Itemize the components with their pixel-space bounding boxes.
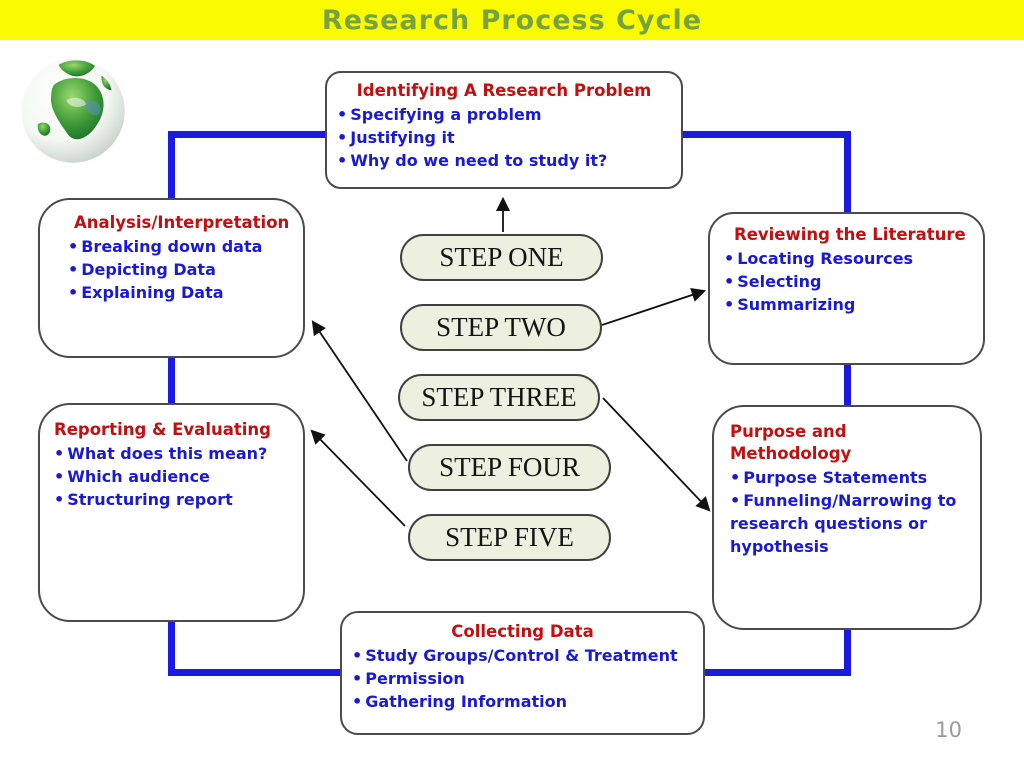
box-title: Identifying A Research Problem xyxy=(356,81,652,100)
identifying-research-problem-box: Identifying A Research Problem Specifyin… xyxy=(325,71,683,189)
bullet-item: Breaking down data xyxy=(68,235,289,258)
bullet-item: Selecting xyxy=(724,270,975,293)
bullet-item: Purpose Statements xyxy=(730,466,970,489)
box-title: Purpose and Methodology xyxy=(730,422,852,463)
bullet-item: Which audience xyxy=(54,465,293,488)
step-five-pill: STEP FIVE xyxy=(408,514,611,561)
step-label: STEP FOUR xyxy=(439,452,580,482)
bullet-item: Specifying a problem xyxy=(337,103,671,126)
bullet-item: What does this mean? xyxy=(54,442,293,465)
box-title: Reviewing the Literature xyxy=(734,225,966,244)
bullet-item: Structuring report xyxy=(54,488,293,511)
bullet-item: Permission xyxy=(352,667,693,690)
bullet-item: Justifying it xyxy=(337,126,671,149)
analysis-interpretation-box: Analysis/Interpretation Breaking down da… xyxy=(38,198,305,358)
page-number: 10 xyxy=(935,718,962,742)
bullet-item: Why do we need to study it? xyxy=(337,149,671,172)
bullet-item: Locating Resources xyxy=(724,247,975,270)
collecting-data-box: Collecting Data Study Groups/Control & T… xyxy=(340,611,705,735)
step-two-pill: STEP TWO xyxy=(400,304,602,351)
step-three-pill: STEP THREE xyxy=(398,374,600,421)
slide-header: Research Process Cycle xyxy=(0,0,1024,40)
box-title: Reporting & Evaluating xyxy=(54,420,271,439)
step-label: STEP ONE xyxy=(439,242,564,272)
purpose-methodology-box: Purpose and Methodology Purpose Statemen… xyxy=(712,405,982,630)
globe-icon xyxy=(21,59,125,163)
step-label: STEP TWO xyxy=(436,312,566,342)
step-label: STEP FIVE xyxy=(445,522,574,552)
reviewing-literature-box: Reviewing the Literature Locating Resour… xyxy=(708,212,985,365)
bullet-item: Study Groups/Control & Treatment xyxy=(352,644,693,667)
box-title: Collecting Data xyxy=(451,622,594,641)
step-four-pill: STEP FOUR xyxy=(408,444,611,491)
bullet-item: Funneling/Narrowing to research question… xyxy=(730,489,970,558)
bullet-item: Depicting Data xyxy=(68,258,289,281)
bullet-item: Gathering Information xyxy=(352,690,693,713)
step-one-pill: STEP ONE xyxy=(400,234,603,281)
step-label: STEP THREE xyxy=(421,382,577,412)
box-title: Analysis/Interpretation xyxy=(74,213,290,232)
bullet-item: Explaining Data xyxy=(68,281,289,304)
slide-title: Research Process Cycle xyxy=(321,4,703,36)
bullet-item: Summarizing xyxy=(724,293,975,316)
reporting-evaluating-box: Reporting & Evaluating What does this me… xyxy=(38,403,305,622)
